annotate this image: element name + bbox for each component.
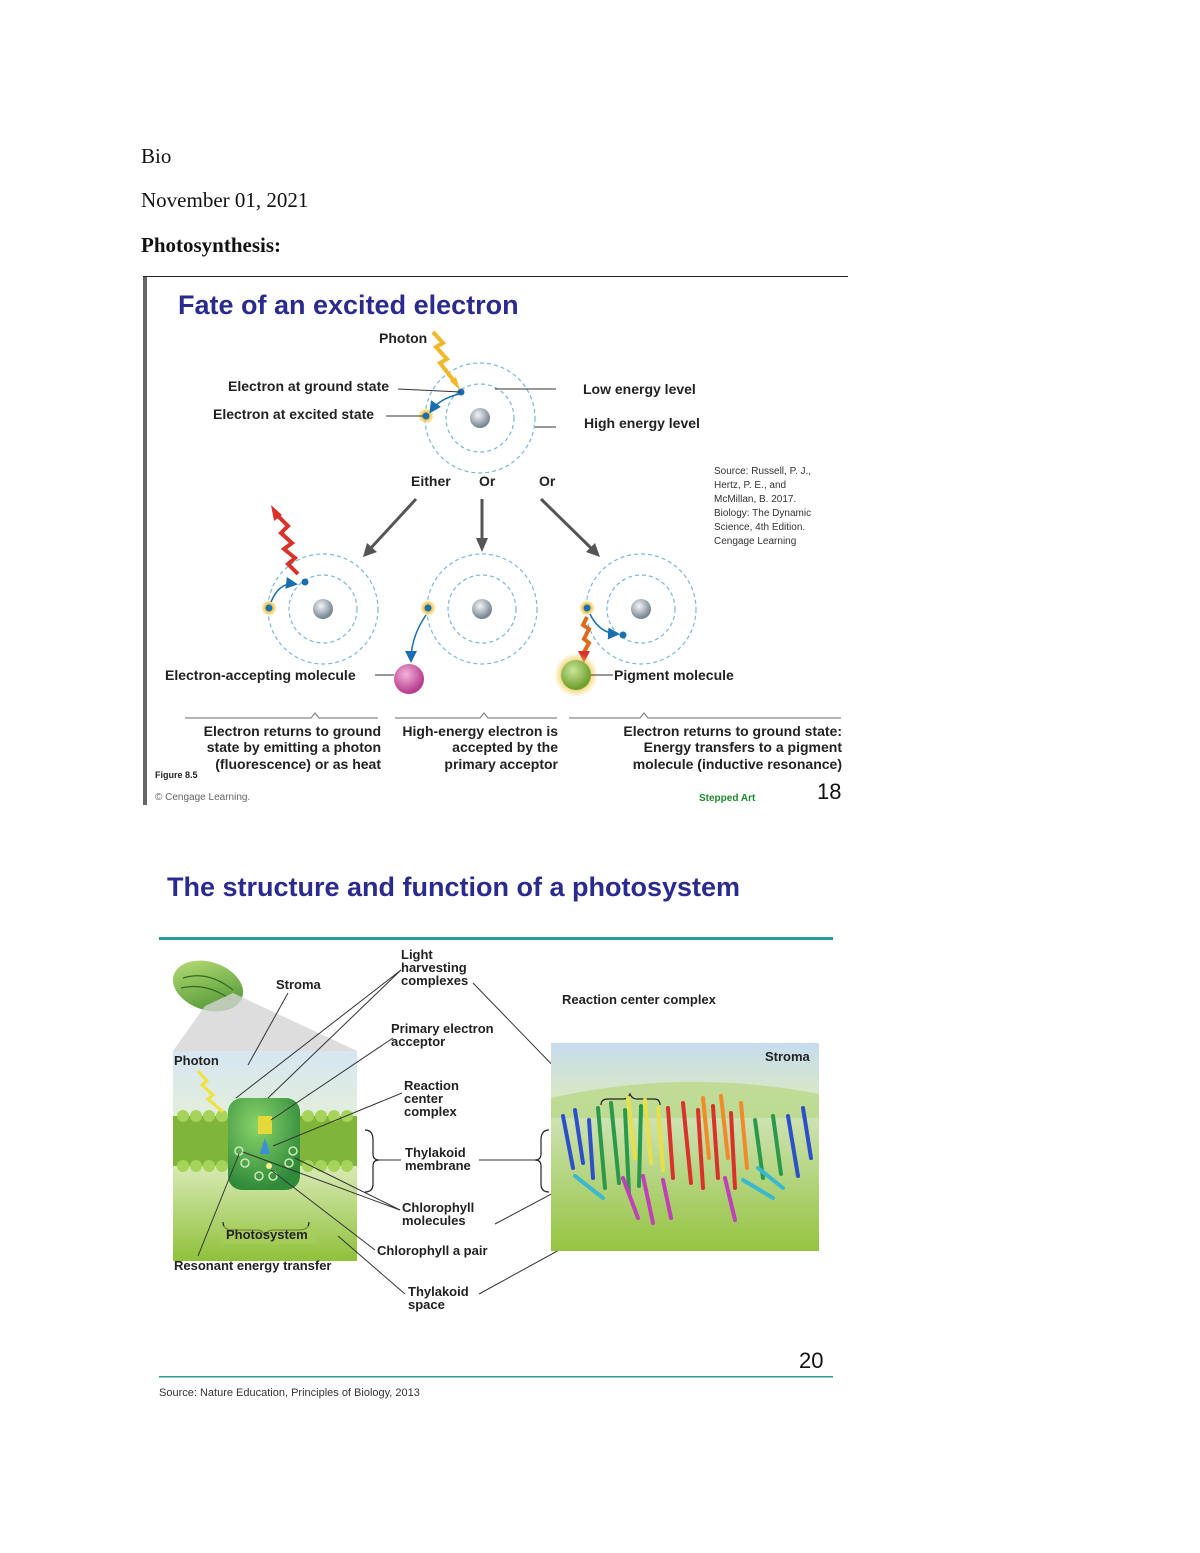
photosystem-label: Photosystem	[226, 1227, 308, 1242]
chlorophyll-pair-label: Chlorophyll a pair	[377, 1243, 488, 1258]
slide-left-border	[143, 277, 147, 805]
copyright-label: © Cengage Learning.	[155, 792, 250, 803]
svg-text:Cengage Learning: Cengage Learning	[714, 536, 796, 547]
thylakoid-space-label: Thylakoid space	[408, 1284, 469, 1312]
svg-text:Energy transfers to a pigment: Energy transfers to a pigment	[644, 739, 843, 755]
source-citation: Source: Russell, P. J., Hertz, P. E., an…	[714, 466, 811, 547]
caption-left: Electron returns to ground state by emit…	[204, 723, 382, 772]
brace-mid	[395, 713, 557, 718]
svg-text:molecules: molecules	[402, 1213, 466, 1228]
either-label: Either	[411, 473, 451, 489]
excited-state-label: Electron at excited state	[213, 406, 374, 422]
brace-left	[185, 713, 378, 718]
svg-text:Electron returns to ground: Electron returns to ground	[204, 723, 381, 739]
svg-text:complex: complex	[404, 1104, 458, 1119]
reaction-center-complex-label: Reaction center complex	[562, 992, 717, 1007]
svg-text:Source: Russell, P. J.,: Source: Russell, P. J.,	[714, 466, 811, 477]
electron-acceptor-molecule	[394, 664, 424, 694]
stroma-right-label: Stroma	[765, 1049, 811, 1064]
figure-label: Figure 8.5	[155, 770, 198, 780]
pigment-molecule	[561, 660, 591, 690]
svg-text:McMillan, B. 2017.: McMillan, B. 2017.	[714, 494, 796, 505]
thylakoid-membrane-label: Thylakoid membrane	[405, 1145, 471, 1173]
arrow-right-icon	[541, 499, 600, 557]
pigment-molecule-label: Pigment molecule	[614, 667, 734, 683]
photosystem-complex	[228, 1098, 300, 1190]
arrow-down-icon	[476, 499, 488, 552]
doc-date: November 01, 2021	[141, 188, 308, 213]
svg-text:state by emitting a photon: state by emitting a photon	[207, 739, 381, 755]
slide2-page-number: 20	[799, 1348, 823, 1373]
photon-label: Photon	[379, 330, 427, 346]
arrow-left-icon	[363, 499, 416, 557]
svg-text:Hertz, P. E., and: Hertz, P. E., and	[714, 480, 786, 491]
svg-text:accepted by the: accepted by the	[452, 739, 558, 755]
resonant-transfer-label: Resonant energy transfer	[174, 1258, 332, 1273]
photon-label-2: Photon	[174, 1053, 219, 1068]
brace-right	[569, 713, 841, 718]
or-label-1: Or	[479, 473, 496, 489]
doc-heading: Photosynthesis:	[141, 233, 281, 258]
slide1-page-number: 18	[817, 779, 841, 804]
svg-text:complexes: complexes	[401, 973, 468, 988]
electron-accepting-label: Electron-accepting molecule	[165, 667, 356, 683]
photon-wave-icon	[433, 332, 454, 381]
svg-text:primary acceptor: primary acceptor	[444, 756, 558, 772]
excited-electron-figure: Fate of an excited electron Photon Elect…	[143, 277, 848, 805]
svg-text:space: space	[408, 1297, 445, 1312]
slide-photosystem: The structure and function of a photosys…	[143, 858, 848, 1406]
caption-right: Electron returns to ground state: Energy…	[623, 723, 842, 772]
doc-subject: Bio	[141, 144, 171, 169]
ground-state-label: Electron at ground state	[228, 378, 389, 394]
photosystem-figure: The structure and function of a photosys…	[143, 858, 848, 1406]
stepped-art-label: Stepped Art	[699, 793, 756, 804]
slide1-title: Fate of an excited electron	[178, 290, 519, 320]
low-energy-label: Low energy level	[583, 381, 696, 397]
primary-acceptor-label: Primary electron acceptor	[391, 1021, 494, 1049]
high-energy-label: High energy level	[584, 415, 700, 431]
middle-atom	[394, 554, 537, 694]
svg-text:(fluorescence) or as heat: (fluorescence) or as heat	[215, 756, 381, 772]
slide2-source: Source: Nature Education, Principles of …	[159, 1387, 420, 1399]
teal-rule-bottom	[159, 1376, 833, 1378]
or-label-2: Or	[539, 473, 556, 489]
top-atom	[418, 363, 535, 473]
slide2-title: The structure and function of a photosys…	[167, 872, 740, 902]
svg-text:acceptor: acceptor	[391, 1034, 445, 1049]
emitted-photon-icon	[277, 515, 298, 574]
membrane-brace-left	[365, 1130, 379, 1192]
left-atom	[261, 505, 378, 664]
reaction-center-label: Reaction center complex	[404, 1078, 459, 1119]
stroma-left-label: Stroma	[276, 977, 322, 992]
caption-mid: High-energy electron is accepted by the …	[402, 723, 558, 772]
svg-text:molecule (inductive resonance): molecule (inductive resonance)	[633, 756, 842, 772]
svg-text:High-energy electron is: High-energy electron is	[402, 723, 558, 739]
svg-text:Science, 4th Edition.: Science, 4th Edition.	[714, 522, 805, 533]
membrane-brace-right	[535, 1130, 549, 1192]
svg-text:Biology: The Dynamic: Biology: The Dynamic	[714, 508, 811, 519]
svg-text:Electron returns to ground sta: Electron returns to ground state:	[623, 723, 842, 739]
slide-excited-electron: Fate of an excited electron Photon Elect…	[143, 276, 848, 805]
teal-rule	[159, 937, 833, 940]
chlorophyll-molecules-label: Chlorophyll molecules	[402, 1200, 474, 1228]
svg-text:membrane: membrane	[405, 1158, 471, 1173]
light-harvesting-label: Light harvesting complexes	[401, 947, 468, 988]
